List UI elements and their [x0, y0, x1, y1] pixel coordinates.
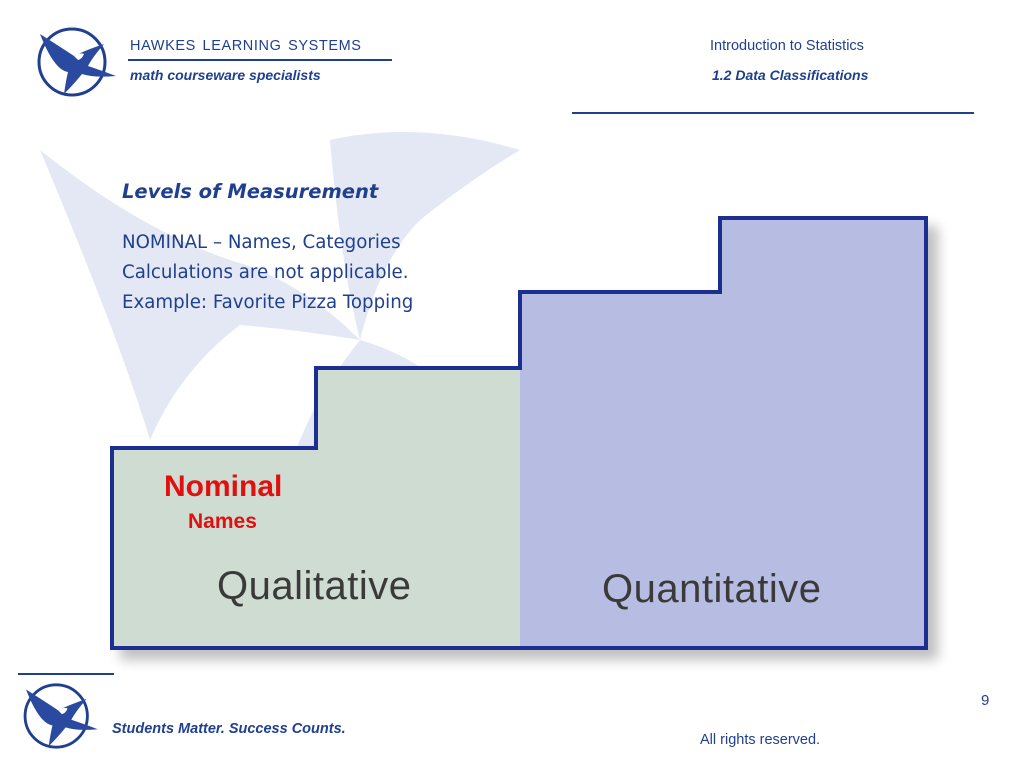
page-number: 9 [981, 692, 990, 709]
copyright-notice: All rights reserved. [700, 732, 821, 748]
header-divider [572, 112, 974, 114]
course-title: Introduction to Statistics [710, 38, 864, 54]
slide-heading: Levels of Measurement [122, 180, 379, 203]
qualitative-step [112, 368, 520, 648]
company-tagline: math courseware specialists [130, 67, 321, 83]
nominal-level-label: Nominal [164, 470, 283, 503]
section-title: 1.2 Data Classifications [712, 67, 869, 83]
body-text-line: Calculations are not applicable. [122, 262, 409, 283]
footer-divider [18, 673, 114, 675]
footer-slogan: Students Matter. Success Counts. [112, 721, 346, 737]
hawk-logo-icon [37, 27, 116, 97]
body-text-line: Example: Favorite Pizza Topping [122, 292, 414, 313]
quantitative-step [520, 218, 926, 648]
company-underline [128, 59, 392, 61]
body-text-line: NOMINAL – Names, Categories [122, 232, 401, 253]
quantitative-label: Quantitative [602, 567, 822, 611]
qualitative-label: Qualitative [217, 564, 412, 608]
hawk-logo-icon [23, 683, 98, 749]
nominal-level-description: Names [188, 510, 257, 533]
staircase-outline [110, 216, 928, 650]
company-name: HAWKES LEARNING SYSTEMS [130, 38, 362, 54]
